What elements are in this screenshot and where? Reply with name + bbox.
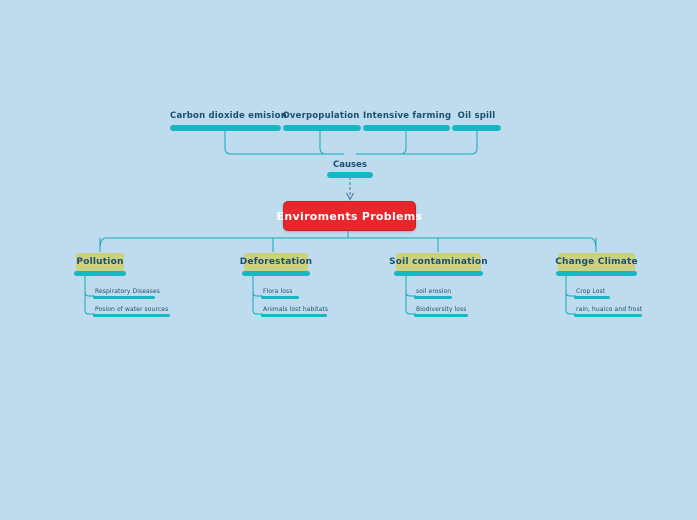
leaf-underline-posion-of-water-sources [93,314,170,317]
branch-box-change-climate[interactable]: Change Climate [555,253,638,271]
cause-bar-intensive-farming[interactable] [363,125,450,131]
branch-box-pollution[interactable]: Pollution [76,253,124,271]
connector-leaf-2-1 [252,274,263,297]
causes-group-bar[interactable] [327,172,373,178]
leaf-label-rain-huaico-and-frost: rain, huaico and frost [576,306,643,313]
connector-cause-3 [356,131,407,155]
connector-leaf-4-2 [565,274,576,315]
connector-leaf-2-2 [252,274,263,315]
leaf-label-crop-lost: Crop Lost [576,288,606,295]
leaf-underline-respiratory-diseases [93,296,155,299]
connector-leaf-4-1 [565,274,576,297]
central-node-enviroments-problems[interactable]: Enviroments Problems [277,201,422,231]
connector-cause-2 [319,131,344,155]
leaf-label-flora-loss: Flora loss [263,288,293,295]
leaf-underline-rain-huaico-and-frost [574,314,642,317]
cause-label-oil-spill: Oil spill [457,111,496,121]
leaf-label-biodiversity-loss: Biodiversity loss [416,306,467,313]
branch-underline-change-climate [556,271,637,276]
cause-bar-overpopulation[interactable] [283,125,361,131]
leaf-underline-animals-lost-habitats [261,314,327,317]
connector-leaf-3-2 [405,274,416,315]
cause-bar-oil-spill[interactable] [452,125,501,131]
cause-bar-carbon-dioxide-emision[interactable] [170,125,281,131]
branch-box-deforestation[interactable]: Deforestation [240,253,312,271]
branch-underline-soil-contamination [394,271,483,276]
connector-leaf-1-2 [84,274,95,315]
leaf-label-soil-erosion: soil erosion [416,288,452,295]
connector-leaf-3-1 [405,274,416,297]
connector-cause-1 [224,131,344,155]
connector-leaf-1-1 [84,274,95,297]
cause-label-overpopulation: Overpopulation [282,111,360,121]
cause-label-intensive-farming: Intensive farming [363,111,452,121]
branch-box-soil-contamination[interactable]: Soil contamination [389,253,488,271]
branch-underline-deforestation [242,271,310,276]
leaf-underline-biodiversity-loss [414,314,468,317]
connector-branch-bus [99,237,597,251]
leaf-label-animals-lost-habitats: Animals lost habitats [263,306,329,313]
causes-group-label: Causes [333,160,367,170]
cause-label-carbon-dioxide-emision: Carbon dioxide emision [170,111,287,121]
leaf-label-respiratory-diseases: Respiratory Diseases [95,288,161,295]
leaf-underline-flora-loss [261,296,299,299]
leaf-underline-soil-erosion [414,296,452,299]
leaf-underline-crop-lost [574,296,610,299]
connector-cause-4 [356,131,478,155]
branch-underline-pollution [74,271,126,276]
leaf-label-posion-of-water-sources: Posion of water sources [95,306,169,313]
